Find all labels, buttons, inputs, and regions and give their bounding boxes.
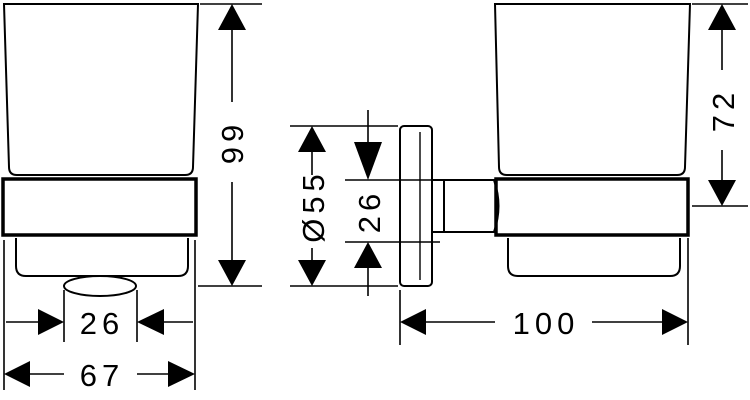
arrow-up xyxy=(298,126,326,152)
side-holder-band xyxy=(494,177,690,237)
dim-side-mount-height: 26 xyxy=(352,189,387,233)
arrow-right xyxy=(662,309,688,335)
front-dimensions xyxy=(3,3,262,390)
side-glass xyxy=(493,3,692,176)
dim-side-projection: 100 xyxy=(513,306,580,341)
front-glass-base xyxy=(15,238,189,277)
arrow-down xyxy=(218,260,246,286)
side-dimension-arrows xyxy=(298,4,736,335)
front-dimension-arrows xyxy=(4,4,246,387)
front-wall-disc xyxy=(63,275,137,297)
side-glass-base xyxy=(507,238,681,277)
side-dimensions xyxy=(290,3,748,345)
dim-side-glass-height: 72 xyxy=(706,88,741,132)
arrow-up xyxy=(218,4,246,30)
arrow-right xyxy=(38,309,64,335)
dim-front-overall-width: 67 xyxy=(80,358,124,393)
dim-front-holder-width: 26 xyxy=(80,306,124,341)
arrow-right xyxy=(168,361,195,387)
side-arm xyxy=(432,179,500,233)
arrow-down xyxy=(354,142,382,180)
side-wall-plate xyxy=(399,125,433,287)
dim-side-diameter: Ø55 xyxy=(296,169,331,243)
arrow-up xyxy=(354,242,382,268)
front-view xyxy=(1,3,200,297)
arrow-down xyxy=(708,180,736,206)
dim-front-height: 99 xyxy=(215,120,250,164)
side-view xyxy=(399,3,692,287)
arrow-up xyxy=(708,4,736,30)
front-glass xyxy=(2,3,200,176)
front-holder-band xyxy=(1,177,198,237)
arrow-left xyxy=(137,309,164,335)
arrow-down xyxy=(298,260,326,286)
arrow-left xyxy=(4,361,30,387)
arrow-left xyxy=(400,309,426,335)
